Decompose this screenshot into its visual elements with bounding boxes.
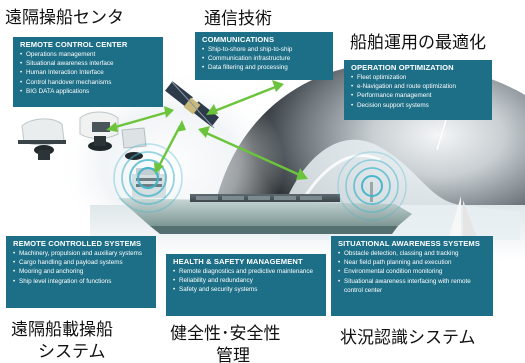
list-item: Human Interaction Interface [20,68,157,77]
label-situational-awareness-jp: 状況認識システム [340,328,476,348]
list-item: Cargo handling and payload systems [13,258,150,267]
panel-communications: COMMUNICATIONS Ship-to-shore and ship-to… [195,32,333,80]
label-operation-optimization-jp: 船舶運用の最適化 [350,33,486,53]
panel-list: Operations management Situational awaren… [20,50,157,96]
list-item: Control handover mechanisms [20,78,157,87]
panel-title: COMMUNICATIONS [202,35,275,44]
list-item: Operations management [20,50,157,59]
label-health-safety-jp-line2: 管理 [216,346,250,363]
panel-title: SITUATIONAL AWARENESS SYSTEMS [338,239,480,248]
panel-situational-awareness: SITUATIONAL AWARENESS SYSTEMS Obstacle d… [331,236,493,316]
list-item: Remote diagnostics and predictive mainte… [173,267,320,276]
list-item: Mooring and anchoring [13,267,150,276]
list-item: Situational awareness interface [20,59,157,68]
panel-operation-optimization: OPERATION OPTIMIZATION Fleet optimizatio… [344,60,492,120]
panel-list: Fleet optimization e-Navigation and rout… [351,73,486,110]
panel-title: REMOTE CONTROLLED SYSTEMS [13,239,142,248]
control-consoles [18,111,147,160]
list-item: BIG DATA applications [20,87,157,96]
list-item: Environmental condition monitoring [338,267,487,276]
list-item: Performance management [351,91,486,100]
list-item: Near field path planning and execution [338,258,487,267]
signal-rings-sensor [337,151,407,221]
communication-arrows [106,80,308,180]
panel-remote-controlled-systems: REMOTE CONTROLLED SYSTEMS Machinery, pro… [6,236,156,308]
label-remote-controlled-systems-jp-line1: 遠隔船載操船 [11,320,113,340]
panel-list: Machinery, propulsion and auxiliary syst… [13,249,150,286]
list-item: Communication infrastructure [202,54,327,63]
list-item: Machinery, propulsion and auxiliary syst… [13,249,150,258]
panel-list: Remote diagnostics and predictive mainte… [173,267,320,295]
panel-title: OPERATION OPTIMIZATION [351,63,454,72]
cargo-ship [118,168,412,234]
list-item: Fleet optimization [351,73,486,82]
list-item: Ship-to-shore and ship-to-ship [202,45,327,54]
list-item: Data filtering and processing [202,63,327,72]
list-item: Situational awareness interfacing with r… [338,277,487,295]
panel-title: HEALTH & SAFETY MANAGEMENT [173,257,303,266]
list-item: Obstacle detection, classing and trackin… [338,249,487,258]
signal-rings-ship [113,143,183,213]
list-item: e-Navigation and route optimization [351,82,486,91]
panel-health-safety: HEALTH & SAFETY MANAGEMENT Remote diagno… [166,254,326,316]
label-remote-controlled-systems-jp-line2: システム [38,342,106,362]
label-remote-control-center-jp: 遠隔操船センタ [5,8,124,28]
satellite [165,81,219,129]
list-item: Reliability and redundancy [173,276,320,285]
panel-title: REMOTE CONTROL CENTER [20,40,128,49]
list-item: Ship level integration of functions [13,277,150,286]
label-health-safety-jp-line1: 健全性･安全性 [170,324,281,344]
list-item: Safety and security systems [173,285,320,294]
label-communications-jp: 通信技術 [204,9,272,29]
list-item: Decision support systems [351,101,486,110]
panel-list: Ship-to-shore and ship-to-ship Communica… [202,45,327,73]
panel-remote-control-center: REMOTE CONTROL CENTER Operations managem… [13,37,163,107]
panel-list: Obstacle detection, classing and trackin… [338,249,487,295]
